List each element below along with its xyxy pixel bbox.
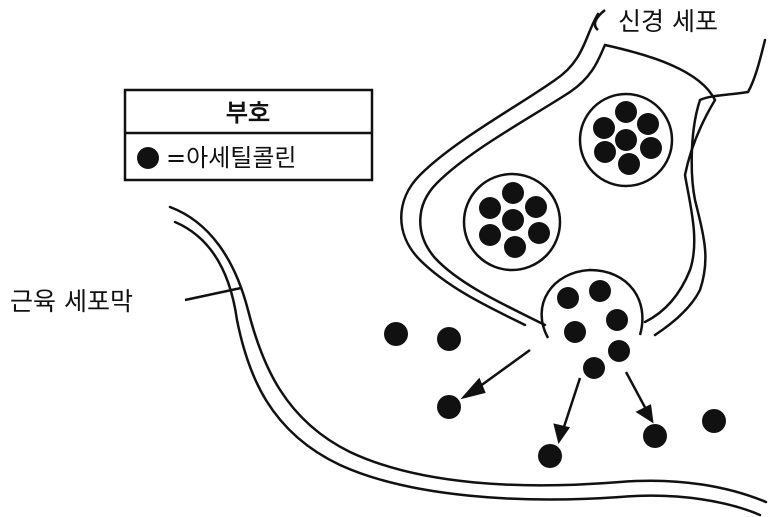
acetylcholine-molecule bbox=[502, 209, 524, 231]
acetylcholine-molecule bbox=[557, 287, 579, 309]
acetylcholine-molecule bbox=[606, 309, 628, 331]
acetylcholine-molecule bbox=[702, 409, 726, 433]
muscle-membrane-label: 근육 세포막 bbox=[10, 287, 133, 316]
acetylcholine-molecule bbox=[437, 395, 461, 419]
acetylcholine-molecule bbox=[479, 197, 501, 219]
vesicle-fusing-membrane bbox=[540, 268, 644, 339]
acetylcholine-molecule bbox=[384, 322, 408, 346]
diffusion-arrowhead-left bbox=[460, 377, 486, 400]
legend-entry-label: =아세틸콜린 bbox=[166, 144, 297, 172]
vesicle-fusing bbox=[540, 268, 644, 379]
muscle-membrane-leader-line bbox=[184, 286, 242, 302]
muscle-membrane-inner bbox=[173, 220, 762, 517]
legend-border bbox=[123, 88, 374, 182]
released-acetylcholine bbox=[384, 322, 726, 468]
acetylcholine-molecule bbox=[564, 321, 586, 343]
nerve-terminal-outer-membrane bbox=[400, 12, 600, 327]
acetylcholine-molecule bbox=[479, 224, 501, 246]
diffusion-arrow-middle bbox=[560, 377, 582, 434]
acetylcholine-molecule bbox=[594, 141, 616, 163]
acetylcholine-molecule bbox=[615, 129, 637, 151]
acetylcholine-molecule bbox=[502, 182, 524, 204]
acetylcholine-molecule bbox=[615, 101, 637, 123]
legend: 부호 =아세틸콜린 bbox=[123, 88, 374, 182]
nerve-terminal bbox=[400, 12, 767, 337]
diffusion-arrows bbox=[460, 348, 654, 444]
acetylcholine-molecule bbox=[528, 222, 550, 244]
acetylcholine-molecule bbox=[538, 444, 562, 468]
vesicle-lower bbox=[462, 172, 562, 272]
nerve-cell-leader-line bbox=[593, 9, 606, 31]
legend-acetylcholine-dot bbox=[137, 147, 159, 169]
diffusion-arrowhead-middle bbox=[553, 423, 571, 444]
nerve-terminal-inner-outline bbox=[419, 43, 717, 327]
acetylcholine-molecule bbox=[593, 117, 615, 139]
acetylcholine-molecule bbox=[640, 137, 662, 159]
muscle-membrane-outer bbox=[168, 205, 768, 504]
acetylcholine-molecule bbox=[525, 196, 547, 218]
acetylcholine-molecule bbox=[504, 236, 526, 258]
muscle-cell-membrane bbox=[168, 205, 768, 517]
acetylcholine-molecule bbox=[608, 340, 630, 362]
acetylcholine-molecule bbox=[437, 327, 461, 351]
legend-title: 부호 bbox=[226, 99, 270, 127]
nerve-cell-label: 신경 세포 bbox=[618, 7, 718, 36]
acetylcholine-molecule bbox=[643, 424, 667, 448]
acetylcholine-molecule bbox=[618, 153, 640, 175]
acetylcholine-molecule bbox=[637, 113, 659, 135]
nerve-terminal-outer-right bbox=[746, 38, 767, 94]
diffusion-arrow-right bbox=[624, 371, 650, 414]
acetylcholine-molecule bbox=[583, 357, 605, 379]
acetylcholine-molecule bbox=[589, 280, 611, 302]
vesicle-upper bbox=[578, 92, 674, 188]
diffusion-arrowhead-right bbox=[635, 404, 654, 424]
nerve-terminal-inner-membrane bbox=[653, 90, 750, 337]
